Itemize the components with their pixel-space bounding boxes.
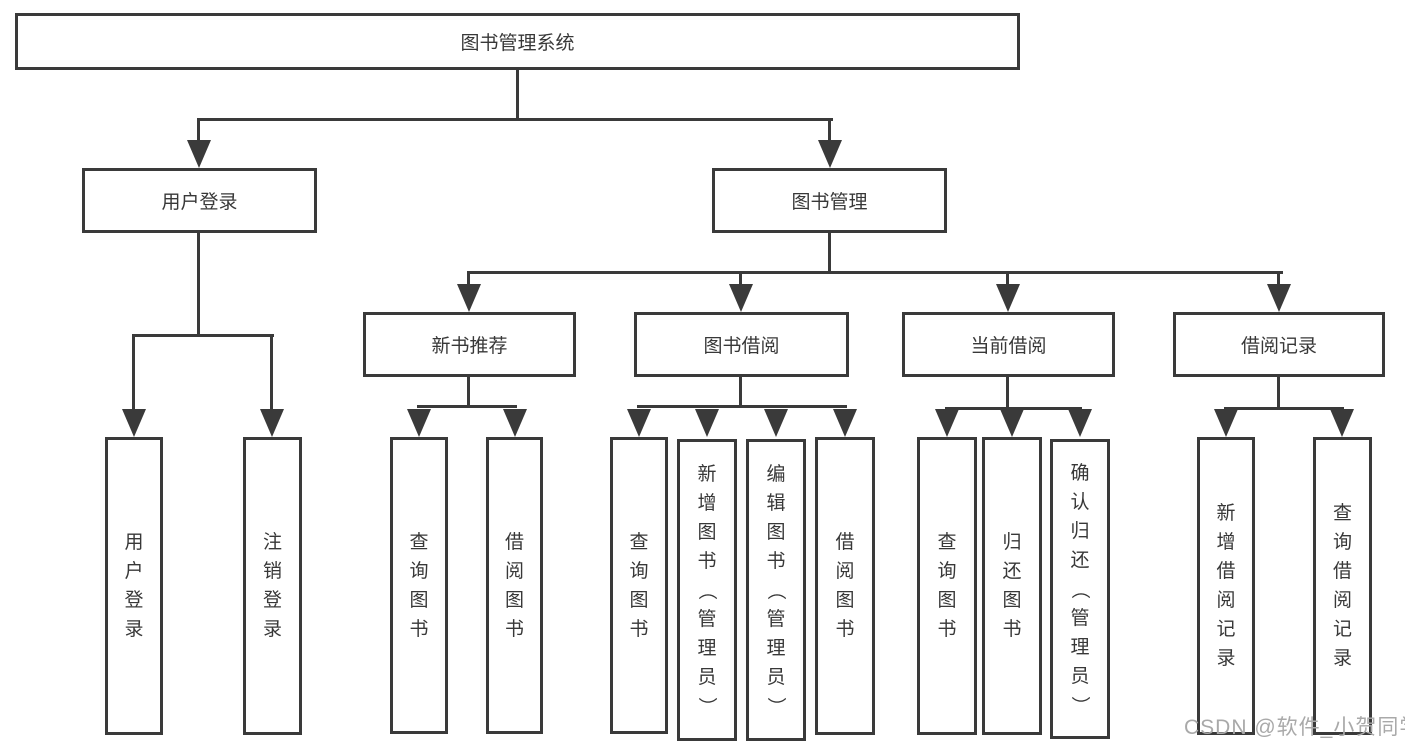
leaf-borrow-edit: 编辑图书（管理员） bbox=[746, 439, 806, 741]
connector-line bbox=[637, 405, 847, 408]
leaf-newbooks-query: 查询图书 bbox=[390, 437, 448, 734]
node-book-mgmt: 图书管理 bbox=[712, 168, 947, 233]
connector-line bbox=[467, 271, 470, 288]
leaf-newbooks-borrow: 借阅图书 bbox=[486, 437, 543, 734]
arrow-down-icon bbox=[407, 409, 431, 437]
node-new-books: 新书推荐 bbox=[363, 312, 576, 377]
arrow-down-icon bbox=[764, 409, 788, 437]
node-book-mgmt-label: 图书管理 bbox=[791, 192, 868, 213]
leaf-current-return-label: 归还图书 bbox=[1002, 532, 1022, 640]
node-root: 图书管理系统 bbox=[15, 13, 1020, 70]
connector-line bbox=[1006, 271, 1009, 288]
leaf-current-return: 归还图书 bbox=[982, 437, 1042, 735]
leaf-records-query: 查询借阅记录 bbox=[1313, 437, 1372, 735]
leaf-records-add-label: 新增借阅记录 bbox=[1216, 503, 1236, 669]
leaf-current-query-label: 查询图书 bbox=[937, 532, 957, 640]
node-user-login-label: 用户登录 bbox=[161, 192, 238, 213]
connector-line bbox=[132, 334, 274, 337]
arrow-down-icon bbox=[818, 140, 842, 168]
connector-line bbox=[467, 377, 470, 408]
arrow-down-icon bbox=[729, 284, 753, 312]
node-current-borrow: 当前借阅 bbox=[902, 312, 1115, 377]
leaf-logout: 注销登录 bbox=[243, 437, 302, 735]
leaf-current-query: 查询图书 bbox=[917, 437, 977, 735]
connector-line bbox=[197, 118, 200, 144]
node-new-books-label: 新书推荐 bbox=[431, 336, 508, 357]
leaf-user-login: 用户登录 bbox=[105, 437, 163, 735]
node-borrow-records: 借阅记录 bbox=[1173, 312, 1385, 377]
node-borrow-records-label: 借阅记录 bbox=[1240, 336, 1317, 357]
node-book-borrow-label: 图书借阅 bbox=[703, 336, 780, 357]
connector-line bbox=[1006, 377, 1009, 410]
watermark-text: CSDN @软件_小贺同学 bbox=[1184, 716, 1405, 739]
connector-line bbox=[739, 271, 742, 288]
leaf-borrow-add-label: 新增图书（管理员） bbox=[696, 463, 718, 716]
arrow-down-icon bbox=[1267, 284, 1291, 312]
leaf-borrow-query: 查询图书 bbox=[610, 437, 668, 734]
connector-line bbox=[197, 118, 833, 121]
arrow-down-icon bbox=[935, 409, 959, 437]
connector-line bbox=[132, 334, 135, 411]
arrow-down-icon bbox=[833, 409, 857, 437]
leaf-borrow-borrow: 借阅图书 bbox=[815, 437, 875, 735]
leaf-current-confirm: 确认归还（管理员） bbox=[1050, 439, 1110, 739]
connector-line bbox=[417, 405, 517, 408]
connector-line bbox=[516, 70, 519, 120]
arrow-down-icon bbox=[503, 409, 527, 437]
node-root-label: 图书管理系统 bbox=[460, 33, 575, 54]
leaf-newbooks-query-label: 查询图书 bbox=[409, 531, 429, 640]
arrow-down-icon bbox=[1000, 409, 1024, 437]
leaf-logout-label: 注销登录 bbox=[262, 532, 282, 640]
leaf-user-login-label: 用户登录 bbox=[124, 532, 144, 640]
connector-line bbox=[1277, 377, 1280, 410]
arrow-down-icon bbox=[122, 409, 146, 437]
arrow-down-icon bbox=[996, 284, 1020, 312]
node-user-login: 用户登录 bbox=[82, 168, 317, 233]
connector-line bbox=[197, 233, 200, 337]
leaf-records-query-label: 查询借阅记录 bbox=[1332, 503, 1352, 669]
connector-line bbox=[828, 233, 831, 274]
arrow-down-icon bbox=[627, 409, 651, 437]
arrow-down-icon bbox=[695, 409, 719, 437]
arrow-down-icon bbox=[1330, 409, 1354, 437]
arrow-down-icon bbox=[1068, 409, 1092, 437]
leaf-current-confirm-label: 确认归还（管理员） bbox=[1069, 462, 1091, 715]
leaf-borrow-edit-label: 编辑图书（管理员） bbox=[765, 463, 787, 716]
connector-line bbox=[739, 377, 742, 408]
node-book-borrow: 图书借阅 bbox=[634, 312, 849, 377]
node-current-borrow-label: 当前借阅 bbox=[970, 336, 1047, 357]
connector-line bbox=[828, 118, 831, 144]
leaf-borrow-add: 新增图书（管理员） bbox=[677, 439, 737, 741]
connector-line bbox=[1277, 271, 1280, 288]
leaf-records-add: 新增借阅记录 bbox=[1197, 437, 1255, 735]
leaf-borrow-borrow-label: 借阅图书 bbox=[835, 532, 855, 640]
arrow-down-icon bbox=[457, 284, 481, 312]
leaf-borrow-query-label: 查询图书 bbox=[629, 531, 649, 640]
connector-line bbox=[467, 271, 1283, 274]
connector-line bbox=[945, 407, 1082, 410]
connector-line bbox=[1224, 407, 1344, 410]
arrow-down-icon bbox=[187, 140, 211, 168]
arrow-down-icon bbox=[260, 409, 284, 437]
leaf-newbooks-borrow-label: 借阅图书 bbox=[504, 531, 524, 640]
connector-line bbox=[270, 334, 273, 411]
arrow-down-icon bbox=[1214, 409, 1238, 437]
